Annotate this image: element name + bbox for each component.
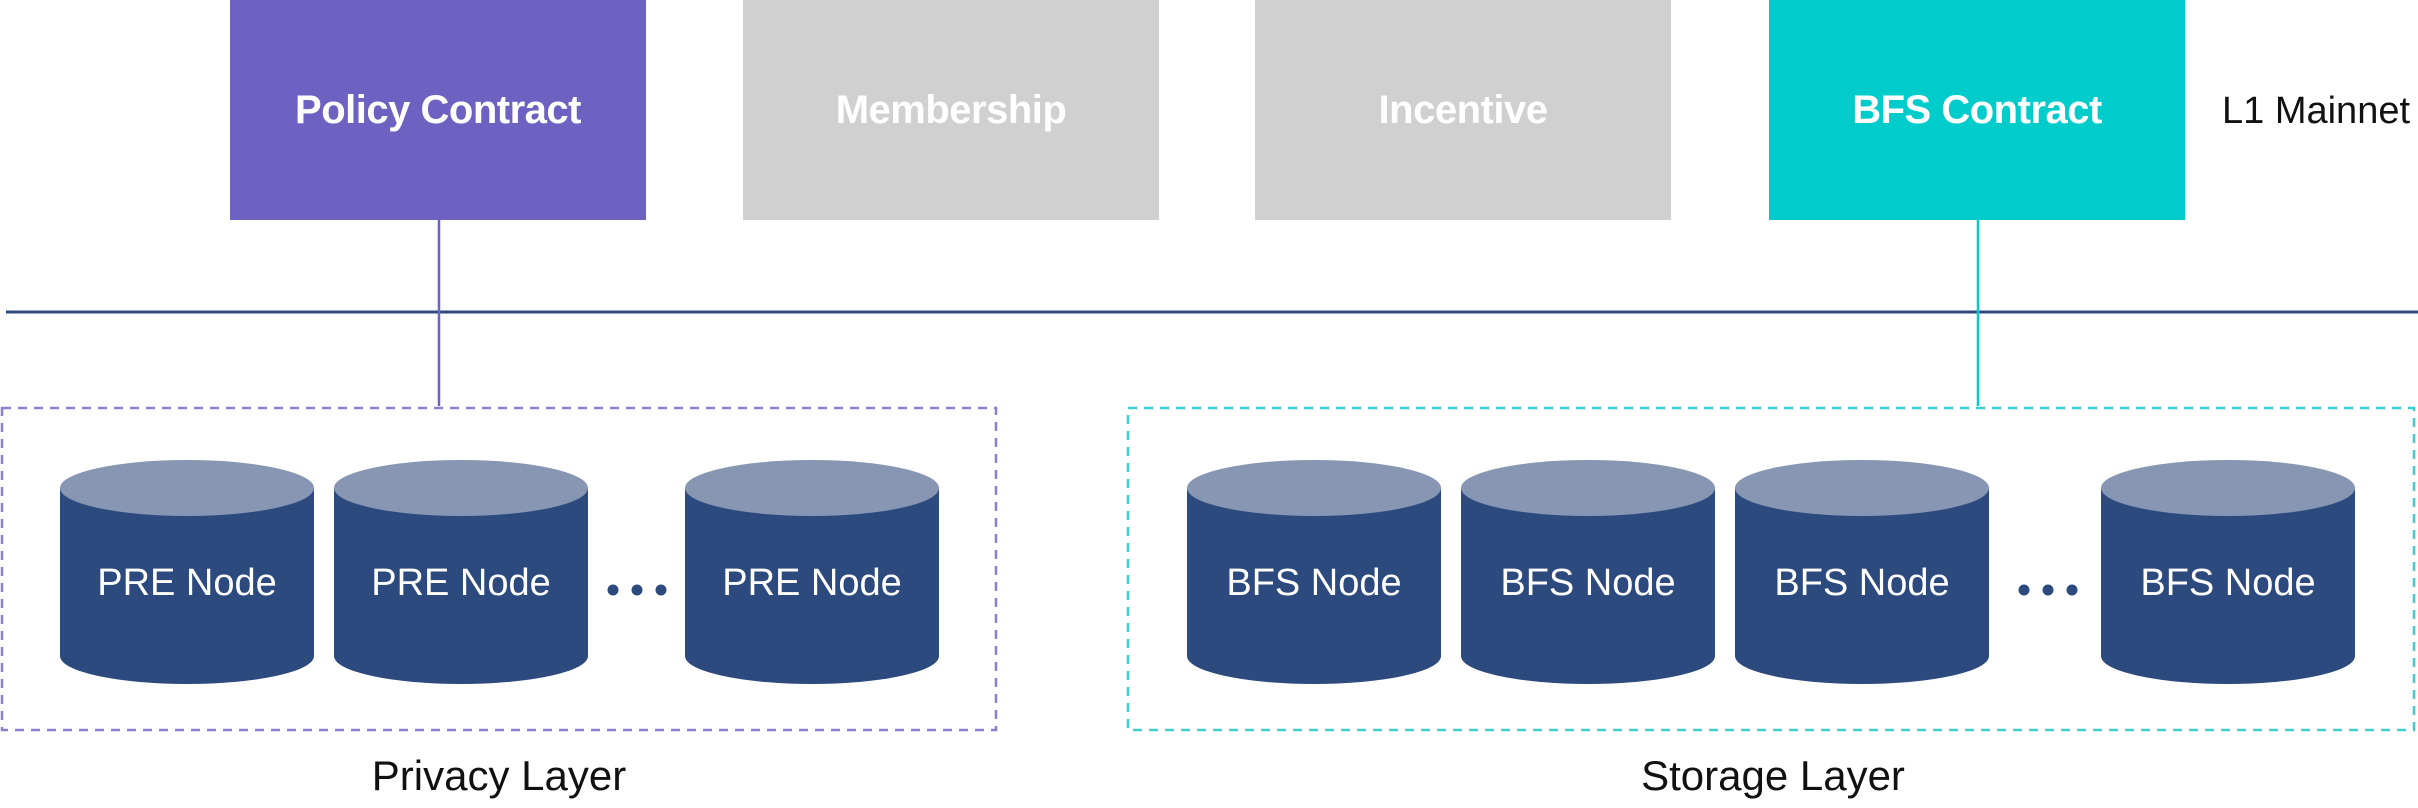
cylinder-top bbox=[2101, 460, 2355, 516]
pre-node-label: PRE Node bbox=[371, 562, 551, 604]
l1-mainnet-label: L1 Mainnet bbox=[2222, 90, 2411, 132]
cylinder-top bbox=[1735, 460, 1989, 516]
incentive-label: Incentive bbox=[1378, 87, 1548, 132]
privacy-ellipsis-dots bbox=[607, 584, 667, 596]
bfs-node-cylinder bbox=[1735, 460, 1989, 684]
bfs-contract-box: BFS Contract bbox=[1769, 0, 2185, 220]
ellipsis-dot bbox=[631, 584, 643, 596]
bfs-node-label: BFS Node bbox=[1500, 562, 1676, 604]
cylinder-top bbox=[1187, 460, 1441, 516]
pre-node-cylinder bbox=[685, 460, 939, 684]
pre-node-cylinder bbox=[334, 460, 588, 684]
bfs-node-label: BFS Node bbox=[1774, 562, 1950, 604]
bfs-contract-label: BFS Contract bbox=[1852, 87, 2102, 132]
ellipsis-dot bbox=[655, 584, 667, 596]
bfs-node-cylinder bbox=[1461, 460, 1715, 684]
ellipsis-dot bbox=[2042, 584, 2054, 596]
pre-node-label: PRE Node bbox=[722, 562, 902, 604]
cylinder-top bbox=[60, 460, 314, 516]
bfs-node-cylinder bbox=[1187, 460, 1441, 684]
cylinder-body bbox=[1461, 488, 1715, 684]
ellipsis-dot bbox=[607, 584, 619, 596]
cylinder-body bbox=[60, 488, 314, 684]
bfs-node-label: BFS Node bbox=[1226, 562, 1402, 604]
pre-node-cylinder bbox=[60, 460, 314, 684]
storage-ellipsis-dots bbox=[2018, 584, 2078, 596]
privacy-layer-label: Privacy Layer bbox=[371, 752, 627, 799]
cylinder-body bbox=[334, 488, 588, 684]
cylinder-top bbox=[685, 460, 939, 516]
privacy-layer-box bbox=[0, 406, 998, 732]
policy-contract-label: Policy Contract bbox=[295, 87, 581, 132]
cylinder-body bbox=[685, 488, 939, 684]
storage-layer-box bbox=[1126, 406, 2416, 732]
cylinder-body bbox=[1187, 488, 1441, 684]
incentive-box: Incentive bbox=[1255, 0, 1671, 220]
bfs-node-label: BFS Node bbox=[2140, 562, 2316, 604]
policy-contract-box: Policy Contract bbox=[230, 0, 646, 220]
cylinder-body bbox=[1735, 488, 1989, 684]
bfs-node-cylinder bbox=[2101, 460, 2355, 684]
cylinder-body bbox=[2101, 488, 2355, 684]
membership-box: Membership bbox=[743, 0, 1159, 220]
cylinder-top bbox=[334, 460, 588, 516]
pre-node-label: PRE Node bbox=[97, 562, 277, 604]
ellipsis-dot bbox=[2018, 584, 2030, 596]
storage-layer-label: Storage Layer bbox=[1641, 752, 1905, 799]
cylinder-top bbox=[1461, 460, 1715, 516]
membership-label: Membership bbox=[835, 87, 1067, 132]
ellipsis-dot bbox=[2066, 584, 2078, 596]
